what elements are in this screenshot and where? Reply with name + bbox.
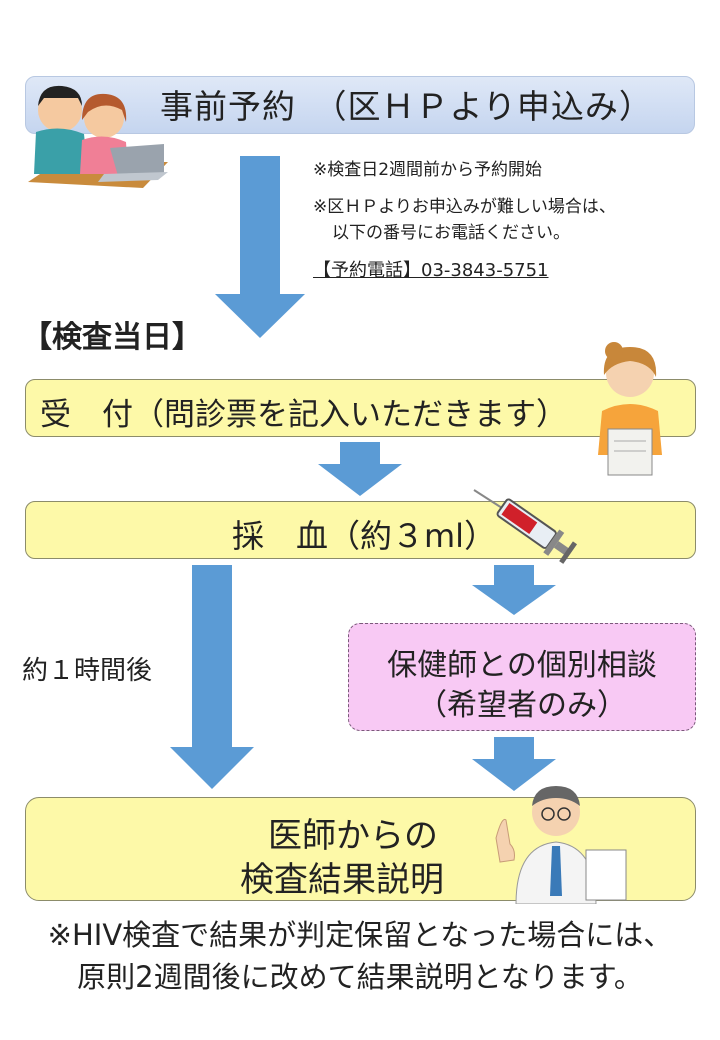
reservation-phone: 【予約電話】03-3843-5751 [313, 260, 549, 281]
kids-laptop-illustration [28, 85, 168, 188]
reservation-banner [25, 76, 695, 134]
result-step-line2: 検査結果説明 [240, 860, 444, 900]
reception-step-box [25, 379, 696, 437]
footer-note-line1: ※HIV検査で結果が判定保留となった場合には、 [47, 918, 673, 952]
note-phone-alt-line1: ※区ＨＰよりお申込みが難しい場合は、 [313, 197, 616, 217]
counsel-step-box [348, 623, 696, 731]
result-step-line1: 医師からの [268, 816, 438, 856]
note-phone-alt-line2: 以下の番号にお電話ください。 [332, 223, 570, 243]
receptionist-illustration [598, 342, 662, 476]
reception-down-arrow [318, 442, 402, 496]
reservation-title: 事前予約 （区ＨＰより申込み） [160, 87, 653, 126]
wait-down-arrow [170, 565, 254, 789]
reservation-down-arrow [215, 156, 305, 338]
counsel-step-line2: （希望者のみ） [417, 688, 627, 723]
counsel-step-line1: 保健師との個別相談 [387, 648, 657, 683]
syringe-illustration [473, 489, 578, 564]
note-reservation-start: ※検査日2週間前から予約開始 [313, 160, 543, 180]
doctor-illustration [495, 786, 627, 904]
footer-note-line2: 原則2週間後に改めて結果説明となります。 [77, 960, 643, 994]
reception-step-text: 受 付（問診票を記入いただきます） [40, 397, 567, 433]
blood-step-text: 採 血（約３ml） [232, 517, 497, 555]
counsel-result-arrow [472, 737, 556, 791]
counsel-down-arrow [472, 565, 556, 615]
wait-time-label: 約１時間後 [22, 656, 153, 686]
exam-day-label: 【検査当日】 [22, 320, 202, 355]
blood-step-box [25, 501, 696, 559]
